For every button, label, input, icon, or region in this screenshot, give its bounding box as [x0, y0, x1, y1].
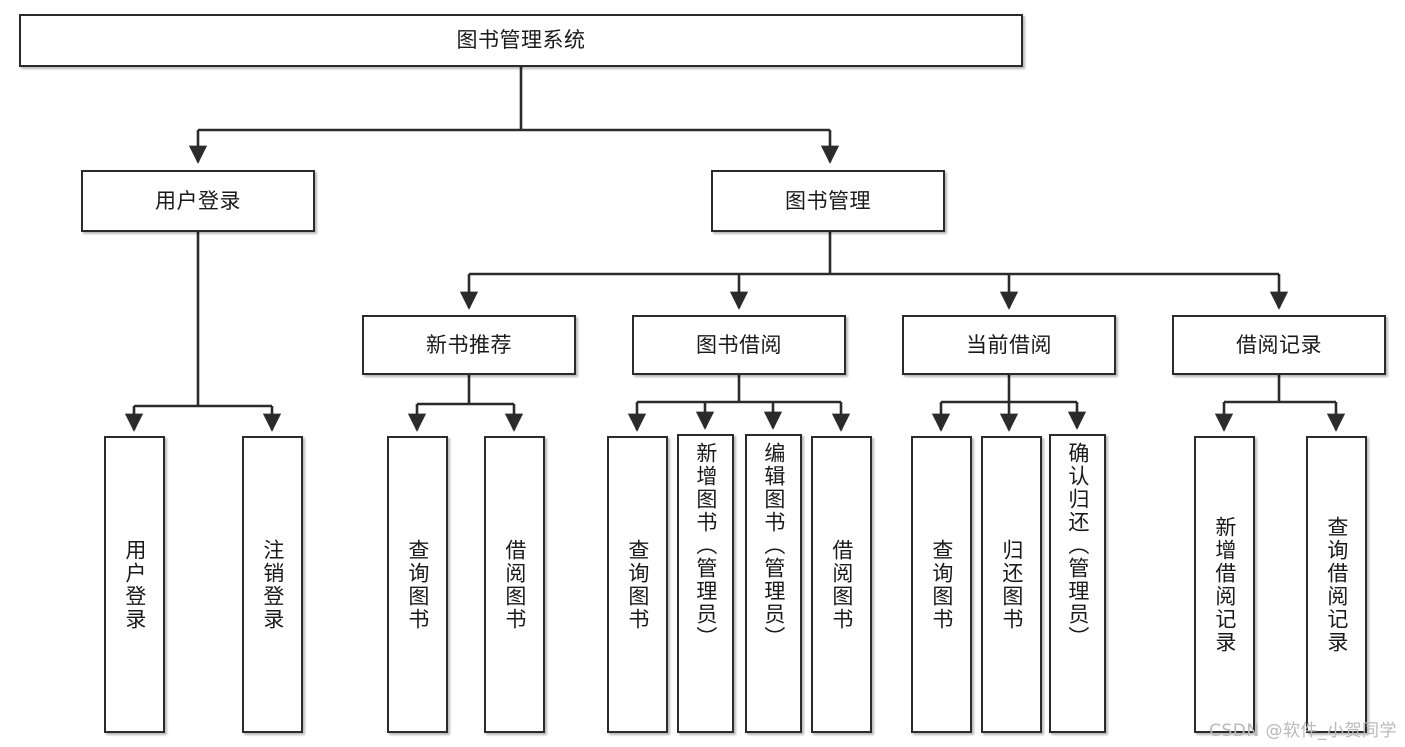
node-label: 查询图书	[405, 538, 430, 631]
node-label: 用户登录	[155, 188, 241, 213]
node-label: 新书推荐	[426, 332, 512, 357]
node-label: 借阅图书	[829, 538, 854, 631]
node-new-book-recommend[interactable]: 新书推荐	[362, 315, 576, 375]
node-label: 确认归还（管理员）	[1065, 442, 1090, 649]
node-label: 注销登录	[260, 538, 285, 631]
leaf-add-book-admin[interactable]: 新增图书（管理员）	[677, 434, 734, 733]
watermark: CSDN @软件_小贺同学	[1209, 721, 1397, 741]
node-book-borrow[interactable]: 图书借阅	[632, 315, 846, 375]
node-label: 查询图书	[625, 538, 650, 631]
leaf-return-book[interactable]: 归还图书	[981, 436, 1042, 733]
node-label: 新增借阅记录	[1212, 515, 1237, 654]
leaf-confirm-return-admin[interactable]: 确认归还（管理员）	[1049, 434, 1106, 733]
leaf-borrow-book[interactable]: 借阅图书	[811, 436, 872, 733]
node-user-login[interactable]: 用户登录	[81, 170, 315, 232]
leaf-borrow-book-recommend[interactable]: 借阅图书	[484, 436, 545, 733]
node-label: 图书管理系统	[456, 28, 586, 53]
leaf-query-borrow-record[interactable]: 查询借阅记录	[1306, 436, 1367, 733]
leaf-query-book-current[interactable]: 查询图书	[911, 436, 972, 733]
node-label: 图书借阅	[696, 332, 782, 357]
node-label: 借阅图书	[502, 538, 527, 631]
node-label: 查询借阅记录	[1324, 515, 1349, 654]
node-book-management[interactable]: 图书管理	[711, 170, 945, 232]
leaf-add-borrow-record[interactable]: 新增借阅记录	[1194, 436, 1255, 733]
node-label: 新增图书（管理员）	[693, 442, 718, 649]
node-label: 用户登录	[122, 538, 147, 631]
node-label: 当前借阅	[966, 332, 1052, 357]
node-label: 编辑图书（管理员）	[761, 442, 786, 649]
node-label: 查询图书	[929, 538, 954, 631]
leaf-logout[interactable]: 注销登录	[242, 436, 303, 733]
node-current-borrow[interactable]: 当前借阅	[902, 315, 1116, 375]
node-root-system[interactable]: 图书管理系统	[19, 14, 1023, 67]
leaf-query-book-borrow[interactable]: 查询图书	[607, 436, 668, 733]
node-label: 归还图书	[999, 538, 1024, 631]
node-label: 图书管理	[785, 188, 871, 213]
leaf-user-login[interactable]: 用户登录	[104, 436, 165, 733]
leaf-query-book-recommend[interactable]: 查询图书	[387, 436, 448, 733]
node-borrow-record[interactable]: 借阅记录	[1172, 315, 1386, 375]
node-label: 借阅记录	[1236, 332, 1322, 357]
leaf-edit-book-admin[interactable]: 编辑图书（管理员）	[745, 434, 802, 733]
